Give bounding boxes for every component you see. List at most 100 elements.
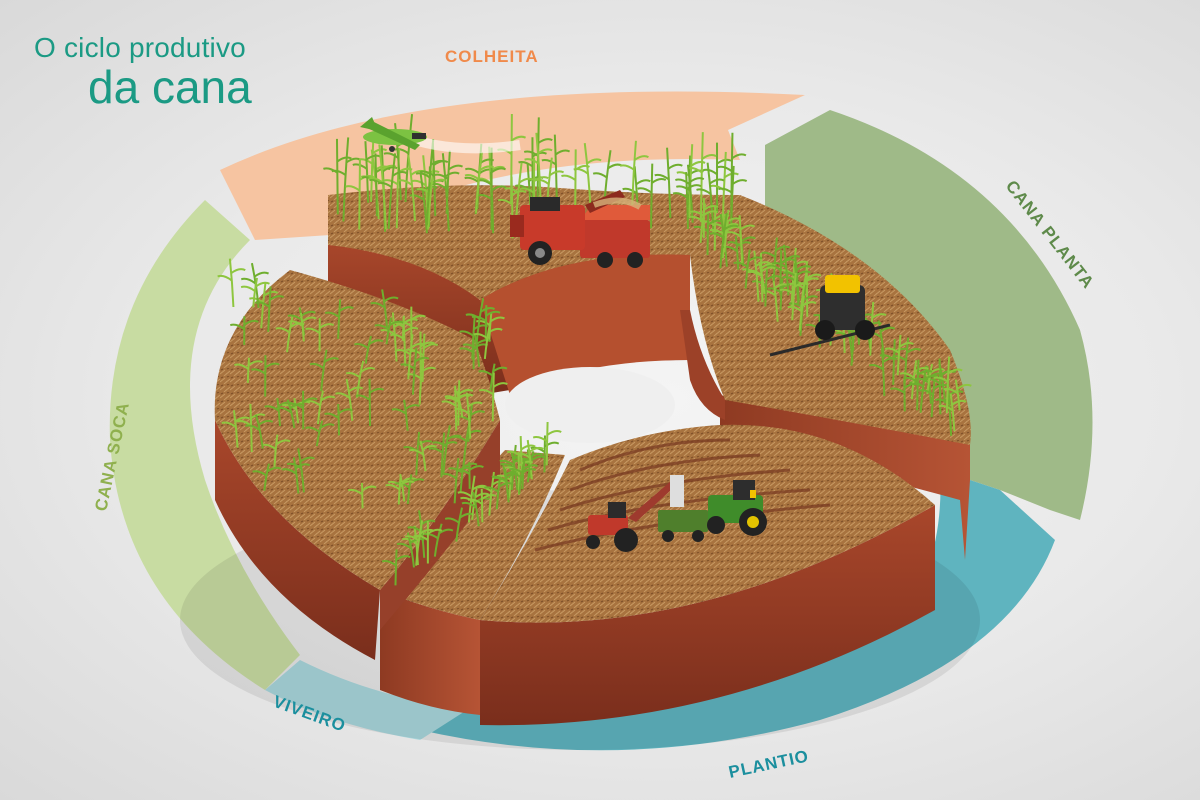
cane-stalk (229, 316, 259, 346)
sugarcane-icon (217, 113, 972, 586)
cane-stalk (380, 312, 409, 362)
cane-stalk (675, 164, 705, 223)
cane-stalk (276, 399, 305, 429)
seed-drill (658, 475, 708, 542)
cane-stalk (240, 277, 270, 308)
sector-colheita-inner (480, 254, 690, 395)
cane-stalk (524, 132, 553, 202)
title-line-2: da cana (88, 61, 252, 113)
band-viveiro (265, 660, 470, 740)
cane-stalk (433, 150, 464, 214)
cane-stalk (654, 147, 683, 219)
cane-stalk (305, 420, 335, 447)
plantio-furrows (534, 438, 831, 552)
cane-stalk (868, 347, 898, 397)
cane-stalk (396, 334, 426, 380)
band-cana-soca (109, 200, 300, 690)
sector-cana-soca-front (215, 420, 380, 660)
cane-stalk (370, 289, 399, 330)
cane-stalk (918, 376, 949, 418)
cane-stalk (281, 457, 311, 494)
cane-stalk (324, 403, 353, 436)
cane-stalk (323, 138, 352, 215)
cane-stalk (473, 321, 503, 359)
cane-stalk (381, 549, 411, 586)
center-hole (505, 367, 675, 443)
cane-stalk (368, 144, 397, 230)
cane-stalk (390, 316, 419, 367)
cane-stalk (933, 356, 963, 414)
cane-stalk (709, 212, 739, 269)
band-cana-planta (765, 110, 1093, 520)
green-tractor (707, 480, 767, 536)
crop-duster-plane-icon (360, 117, 521, 154)
cane-stalk (693, 211, 723, 256)
band-plantio (420, 470, 1055, 751)
cane-stalk (718, 165, 748, 227)
cane-stalk (432, 425, 462, 474)
cane-stalk (255, 286, 285, 332)
cane-stalk (423, 523, 454, 557)
sector-cana-planta-inner (680, 310, 725, 420)
cane-stalk (354, 335, 384, 364)
cane-stalk (245, 414, 274, 449)
cane-stalk (221, 410, 250, 448)
cane-stalk (619, 140, 649, 206)
cane-stalk (455, 462, 484, 489)
cane-stalk (477, 171, 507, 234)
cane-stalk (444, 380, 474, 426)
cane-stalk (454, 392, 483, 439)
sprayer-icon (769, 275, 891, 357)
cane-stalk (532, 421, 562, 466)
cane-stalk (391, 399, 420, 431)
cane-stalk (249, 281, 279, 329)
cane-stalk (385, 477, 415, 505)
cane-stalk (324, 299, 354, 339)
cane-stalk (726, 215, 755, 263)
cane-stalk (347, 482, 377, 509)
cane-stalk (688, 203, 718, 244)
cane-stalk (464, 152, 495, 213)
cane-stalk (309, 349, 339, 392)
cane-stalk (250, 355, 280, 397)
cane-stalk (884, 334, 914, 376)
cane-stalk (234, 357, 263, 383)
planting-tractors-icon (586, 475, 767, 552)
cane-stalk (467, 488, 497, 523)
cycle-ring (109, 91, 1093, 751)
cane-stalk (478, 372, 508, 422)
cane-stalk (335, 378, 364, 421)
cane-stalk (787, 295, 817, 331)
cane-stalk (406, 331, 436, 382)
cane-stalk (408, 440, 437, 472)
cane-stalk (305, 318, 335, 352)
cane-stalk (374, 317, 404, 345)
sector-plantio-front (480, 505, 935, 726)
cane-stalk (306, 390, 336, 425)
cane-stalk (747, 261, 776, 295)
cane-stalk (404, 520, 435, 566)
cane-stalk (345, 158, 375, 230)
sector-cana-soca-top (214, 270, 501, 590)
sector-viveiro-front (380, 590, 480, 715)
cane-stalk (696, 162, 725, 233)
label-colheita: COLHEITA (445, 47, 539, 66)
cane-stalk (779, 272, 809, 321)
cane-stalk (508, 460, 538, 490)
cane-stalk (355, 378, 385, 426)
sector-colheita (328, 185, 740, 395)
harvester-icon (510, 190, 650, 268)
red-tractor (586, 475, 682, 552)
cane-stalk (217, 258, 246, 308)
cane-stalk (275, 316, 305, 353)
cane-stalk (733, 249, 763, 289)
cane-stalk (890, 377, 919, 412)
cane-stalk (672, 172, 702, 229)
cane-stalk (478, 363, 508, 391)
cane-stalk (484, 477, 514, 510)
cane-stalk (286, 448, 315, 493)
cane-stalk (288, 312, 317, 342)
cane-stalk (943, 379, 972, 411)
cane-stalk (448, 457, 478, 492)
